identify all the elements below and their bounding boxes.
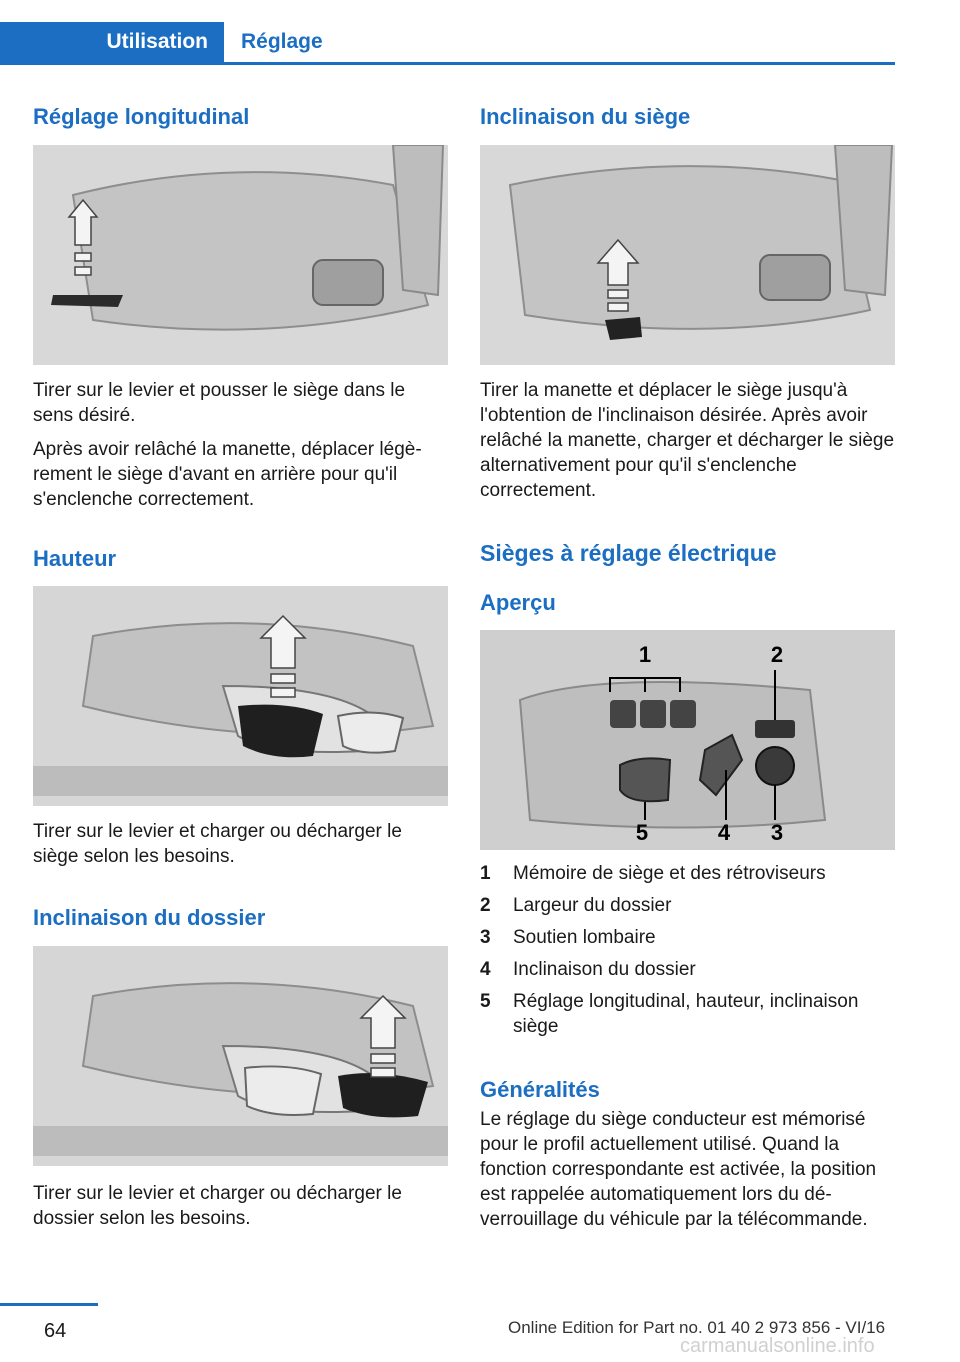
text-inclinaison-siege: Tirer la manette et déplacer le siège ju… <box>480 380 895 501</box>
list-item-number: 1 <box>480 863 491 884</box>
footer-rule <box>0 1303 98 1306</box>
figure-label-3: 3 <box>771 820 783 845</box>
list-item-text: Largeur du dossier <box>513 895 672 916</box>
page-number: 64 <box>44 1320 67 1342</box>
list-item-number: 3 <box>480 927 491 948</box>
figure-electric-controls: 1 2 3 4 5 <box>480 630 895 850</box>
heading-apercu: Aperçu <box>480 590 556 615</box>
list-item: 5 Réglage longitudinal, hauteur, inclina… <box>480 989 900 1039</box>
text-dossier-1: Tirer sur le levier et charger ou déchar… <box>33 1183 402 1229</box>
heading-hauteur: Hauteur <box>33 546 117 571</box>
tab-reglage[interactable]: Réglage <box>241 30 323 53</box>
watermark: carmanualsonline.info <box>680 1335 875 1357</box>
list-item-text: Inclinaison du dossier <box>513 959 696 980</box>
list-item-number: 5 <box>480 991 491 1012</box>
text-hauteur-1: Tirer sur le levier et charger ou déchar… <box>33 821 402 867</box>
controls-legend-list: 1 Mémoire de siège et des rétroviseurs 2… <box>480 861 900 1046</box>
list-item: 3 Soutien lombaire <box>480 925 900 950</box>
header-bar: Utilisation Réglage <box>0 0 895 65</box>
list-item-text: Soutien lombaire <box>513 927 656 948</box>
figure-seat-longitudinal <box>33 145 448 365</box>
text-longitudinal-1: Tirer sur le levier et pousser le siège … <box>33 380 406 426</box>
tab-utilisation[interactable]: Utilisation <box>0 22 224 62</box>
figure-seat-tilt <box>480 145 895 365</box>
figure-seat-height <box>33 586 448 806</box>
edition-text: Online Edition for Part no. 01 40 2 973 … <box>508 1318 886 1337</box>
text-longitudinal-2: Après avoir relâché la manette, déplacer… <box>33 439 422 510</box>
figure-label-2: 2 <box>771 642 783 667</box>
figure-label-5: 5 <box>636 820 648 845</box>
heading-generalites: Généralités <box>480 1077 600 1102</box>
list-item-text: Mémoire de siège et des rétroviseurs <box>513 863 826 884</box>
heading-inclinaison-dossier: Inclinaison du dossier <box>33 905 266 930</box>
list-item-text: Réglage longitudinal, hauteur, inclinais… <box>513 991 859 1037</box>
list-item-number: 4 <box>480 959 491 980</box>
text-generalites: Le réglage du siège conducteur est mémor… <box>480 1109 877 1230</box>
list-item: 2 Largeur du dossier <box>480 893 900 918</box>
figure-label-4: 4 <box>718 820 731 845</box>
list-item-number: 2 <box>480 895 491 916</box>
heading-sieges-electriques: Sièges à réglage électrique <box>480 540 777 566</box>
heading-reglage-longitudinal: Réglage longitudinal <box>33 104 250 129</box>
figure-label-1: 1 <box>639 642 651 667</box>
list-item: 4 Inclinaison du dossier <box>480 957 900 982</box>
list-item: 1 Mémoire de siège et des rétroviseurs <box>480 861 900 886</box>
heading-inclinaison-siege: Inclinaison du siège <box>480 104 691 129</box>
figure-backrest-tilt <box>33 946 448 1166</box>
